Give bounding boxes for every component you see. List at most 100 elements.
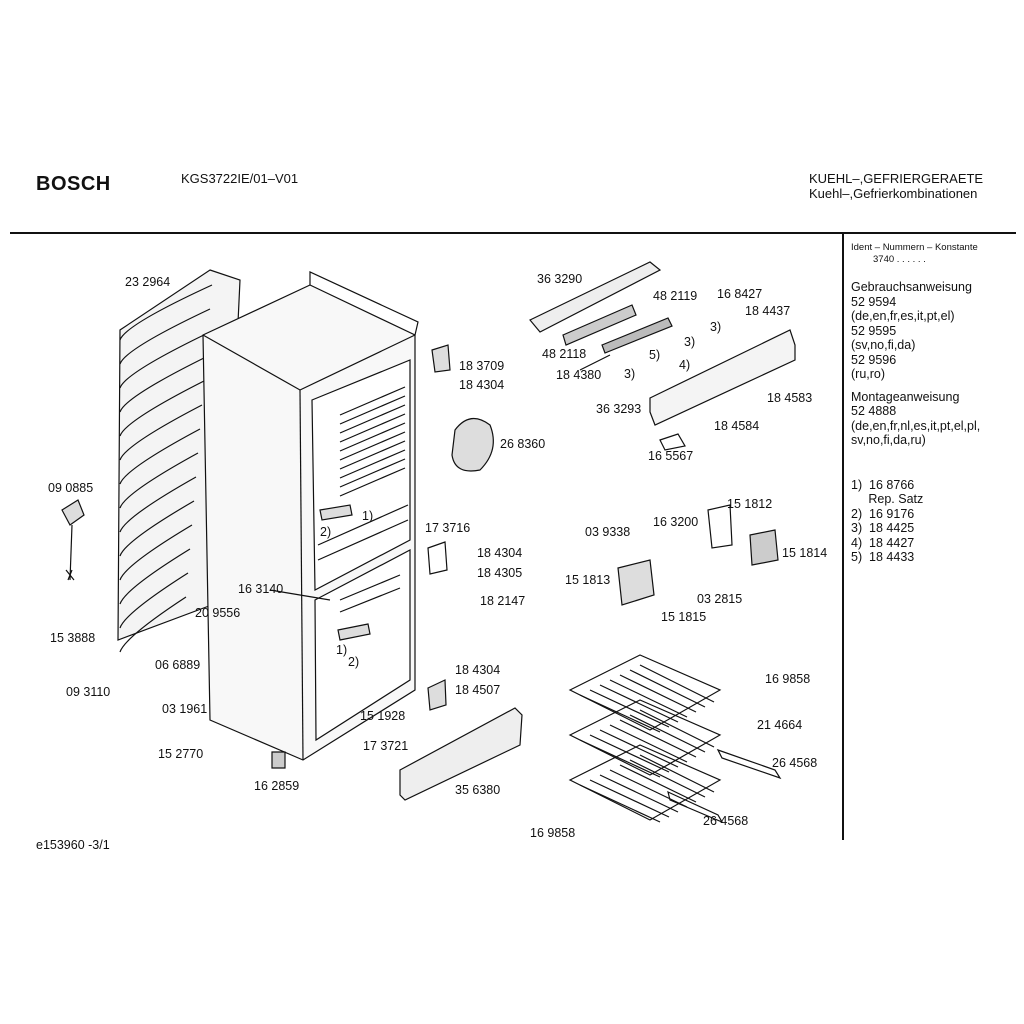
part-number-label: 21 4664	[757, 718, 803, 732]
montage-line: (de,en,fr,nl,es,it,pt,el,pl,	[851, 418, 981, 433]
callout-label: 3)	[710, 320, 722, 334]
part-number-label: 16 5567	[648, 449, 694, 463]
evaporator-plate	[568, 744, 722, 821]
part-number-label: 26 4568	[772, 756, 818, 770]
part-number-label: 36 3290	[537, 272, 583, 286]
thermostat	[617, 559, 655, 606]
ident-value: 3740 . . . . . .	[873, 254, 926, 265]
coil-tube	[119, 332, 209, 389]
callout-label: 2)	[348, 655, 360, 669]
coil-tube	[119, 452, 199, 509]
coil-tube	[119, 404, 203, 461]
coil-tube	[119, 476, 197, 533]
shelf	[317, 519, 409, 561]
coil-tube	[119, 500, 195, 557]
part-number-label: 15 1813	[565, 573, 611, 587]
model-number: KGS3722IE/01–V01	[181, 171, 299, 186]
shelf-rib	[339, 467, 406, 497]
part-number-label: 18 4584	[714, 419, 760, 433]
evaporator-tube	[619, 719, 697, 758]
part-number-label: 15 1814	[782, 546, 828, 560]
part-number-label: 03 2815	[697, 592, 743, 606]
evaporator-shelves	[568, 654, 722, 823]
part-number-label: 17 3716	[425, 521, 471, 535]
montage-line: sv,no,fi,da,ru)	[851, 433, 926, 447]
part-number-label: 18 4305	[477, 566, 523, 580]
switch-board	[601, 317, 673, 354]
hinge	[431, 344, 451, 373]
evaporator-tube	[629, 759, 706, 798]
part-number-label: 16 9858	[765, 672, 811, 686]
part-number-label: 16 3200	[653, 515, 699, 529]
evaporator-tube	[599, 774, 679, 813]
evaporator-tube	[629, 714, 706, 753]
coil-tube	[119, 548, 191, 605]
category-subtitle: Kuehl–,Gefrierkombinationen	[809, 186, 978, 201]
foot	[271, 751, 286, 769]
evaporator-tube	[619, 674, 697, 713]
evaporator-tube	[609, 679, 688, 718]
part-number-label: 23 2964	[125, 275, 171, 289]
note-line: 2) 16 9176	[851, 506, 915, 521]
part-number-label: 09 0885	[48, 481, 94, 495]
callout-label: 1)	[362, 509, 374, 523]
evaporator-tube	[579, 739, 661, 778]
part-number-label: 18 4304	[455, 663, 501, 677]
leader-line	[269, 354, 611, 601]
part-number-label: 18 4507	[455, 683, 501, 697]
part-number-label: 48 2119	[653, 289, 698, 303]
part-number-label: 26 8360	[500, 437, 546, 451]
gebrauch-line: 52 9595	[851, 323, 897, 338]
part-number-label: 17 3721	[363, 739, 409, 753]
coil-tube	[119, 572, 189, 629]
coil-tube	[119, 356, 207, 413]
shelf-rib	[339, 440, 406, 470]
callout-label: 4)	[679, 358, 691, 372]
part-number-label: 15 2770	[158, 747, 204, 761]
sidebar-info: Ident – Nummern – Konstante 3740 . . . .…	[851, 242, 980, 565]
evaporator-tube	[579, 784, 661, 823]
gebrauch-line: (sv,no,fi,da)	[851, 338, 916, 352]
evaporator-tube	[639, 754, 715, 793]
part-number-label: 36 3293	[596, 402, 642, 416]
coil-tube	[119, 284, 213, 341]
callout-label: 3)	[684, 335, 696, 349]
evaporator-tube	[599, 729, 679, 768]
shelf-rib	[339, 431, 406, 461]
coil-tube	[119, 308, 211, 365]
evaporator-tube	[639, 664, 715, 703]
part-number-label: 18 4380	[556, 368, 602, 382]
gebrauch-line: 52 9594	[851, 294, 897, 309]
brand-logo: BOSCH	[36, 173, 111, 195]
part-number-label: 20 9556	[195, 606, 241, 620]
shelf-rib	[339, 458, 406, 488]
part-number-label: 35 6380	[455, 783, 501, 797]
evaporator-tube	[599, 684, 679, 723]
light-housing	[749, 529, 779, 566]
callout-label: 3)	[624, 367, 636, 381]
evaporator-tube	[639, 709, 715, 748]
part-number-label: 16 2859	[254, 779, 300, 793]
header-divider	[10, 232, 1016, 234]
coil-tube	[119, 524, 193, 581]
part-number-label: 18 4304	[477, 546, 523, 560]
part-number-label: 16 3140	[238, 582, 284, 596]
gebrauch-line: (de,en,fr,es,it,pt,el)	[851, 309, 955, 323]
light-cover	[659, 433, 686, 451]
drawer	[339, 574, 401, 601]
ident-label: Ident – Nummern – Konstante	[851, 242, 978, 253]
category-title: KUEHL–,GEFRIERGERAETE	[809, 171, 984, 186]
part-number-label: 16 8427	[717, 287, 763, 301]
control-housing	[649, 329, 796, 426]
evaporator-tube	[609, 769, 688, 808]
control-board	[562, 304, 637, 346]
part-number-label: 16 9858	[530, 826, 576, 840]
footer-doc-id: e153960 -3/1	[36, 838, 110, 852]
part-number-label: 18 3709	[459, 359, 505, 373]
part-number-label: 18 2147	[480, 594, 526, 608]
note-line: Rep. Satz	[851, 492, 924, 506]
part-number-label: 09 3110	[66, 685, 111, 699]
part-number-label: 03 9338	[585, 525, 631, 539]
cabinet	[202, 271, 419, 761]
hinge-lower	[427, 679, 447, 711]
